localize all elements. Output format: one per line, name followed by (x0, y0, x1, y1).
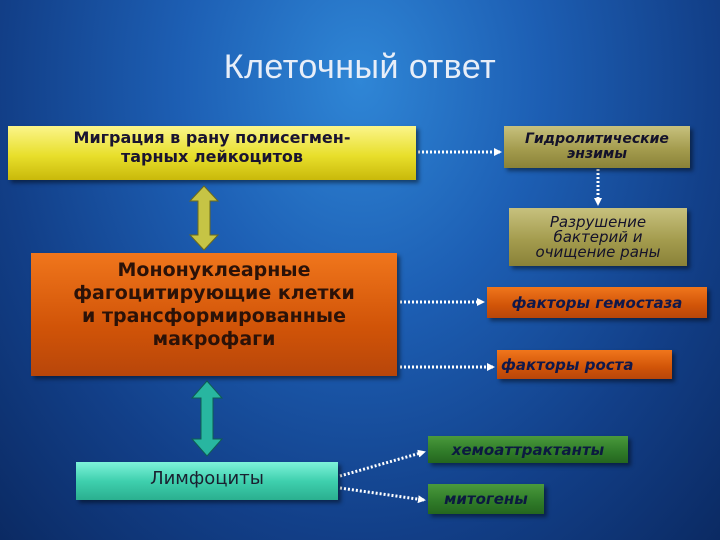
destruction-line-3: очищение раны (535, 242, 661, 261)
hemostasis-label: факторы гемостаза (511, 293, 683, 312)
double-arrow-mononuclear-lymphocytes (190, 380, 224, 457)
migration-line-1: Миграция в рану полисегмен- (73, 128, 351, 147)
lymphocytes-box: Лимфоциты (76, 462, 338, 500)
double-arrow-migration-mononuclear (188, 185, 220, 251)
mitogens-box: митогены (428, 484, 544, 514)
chemoattractants-label: хемоаттрактанты (451, 440, 605, 459)
growth-factors-box: факторы роста (497, 350, 672, 379)
connector-lymphocytes-mitogens (339, 486, 426, 504)
hemostasis-factors-box: факторы гемостаза (487, 287, 707, 318)
migration-box: Миграция в рану полисегмен- тарных лейко… (8, 126, 416, 180)
mitogens-label: митогены (444, 490, 528, 508)
connector-lymphocytes-chemo (339, 449, 426, 478)
mononuclear-line-3: и трансформированные (82, 305, 346, 327)
destruction-line-2: бактерий и (553, 227, 643, 246)
enzymes-line-2: энзимы (566, 146, 627, 162)
destruction-line-1: Разрушение (549, 212, 647, 231)
mononuclear-line-1: Мононуклеарные (117, 259, 311, 281)
mononuclear-line-2: фагоцитирующие клетки (73, 282, 355, 304)
migration-line-2: тарных лейкоцитов (120, 147, 303, 166)
enzymes-line-1: Гидролитические (525, 131, 669, 147)
growth-label: факторы роста (501, 355, 634, 374)
slide-title: Клеточный ответ (223, 48, 497, 86)
mononuclear-box: Мононуклеарные фагоцитирующие клетки и т… (31, 253, 397, 376)
chemoattractants-box: хемоаттрактанты (428, 436, 628, 463)
destruction-box: Разрушение бактерий и очищение раны (509, 208, 687, 266)
mononuclear-line-4: макрофаги (152, 328, 276, 350)
enzymes-box: Гидролитические энзимы (504, 126, 690, 168)
lymphocytes-label: Лимфоциты (150, 468, 264, 489)
